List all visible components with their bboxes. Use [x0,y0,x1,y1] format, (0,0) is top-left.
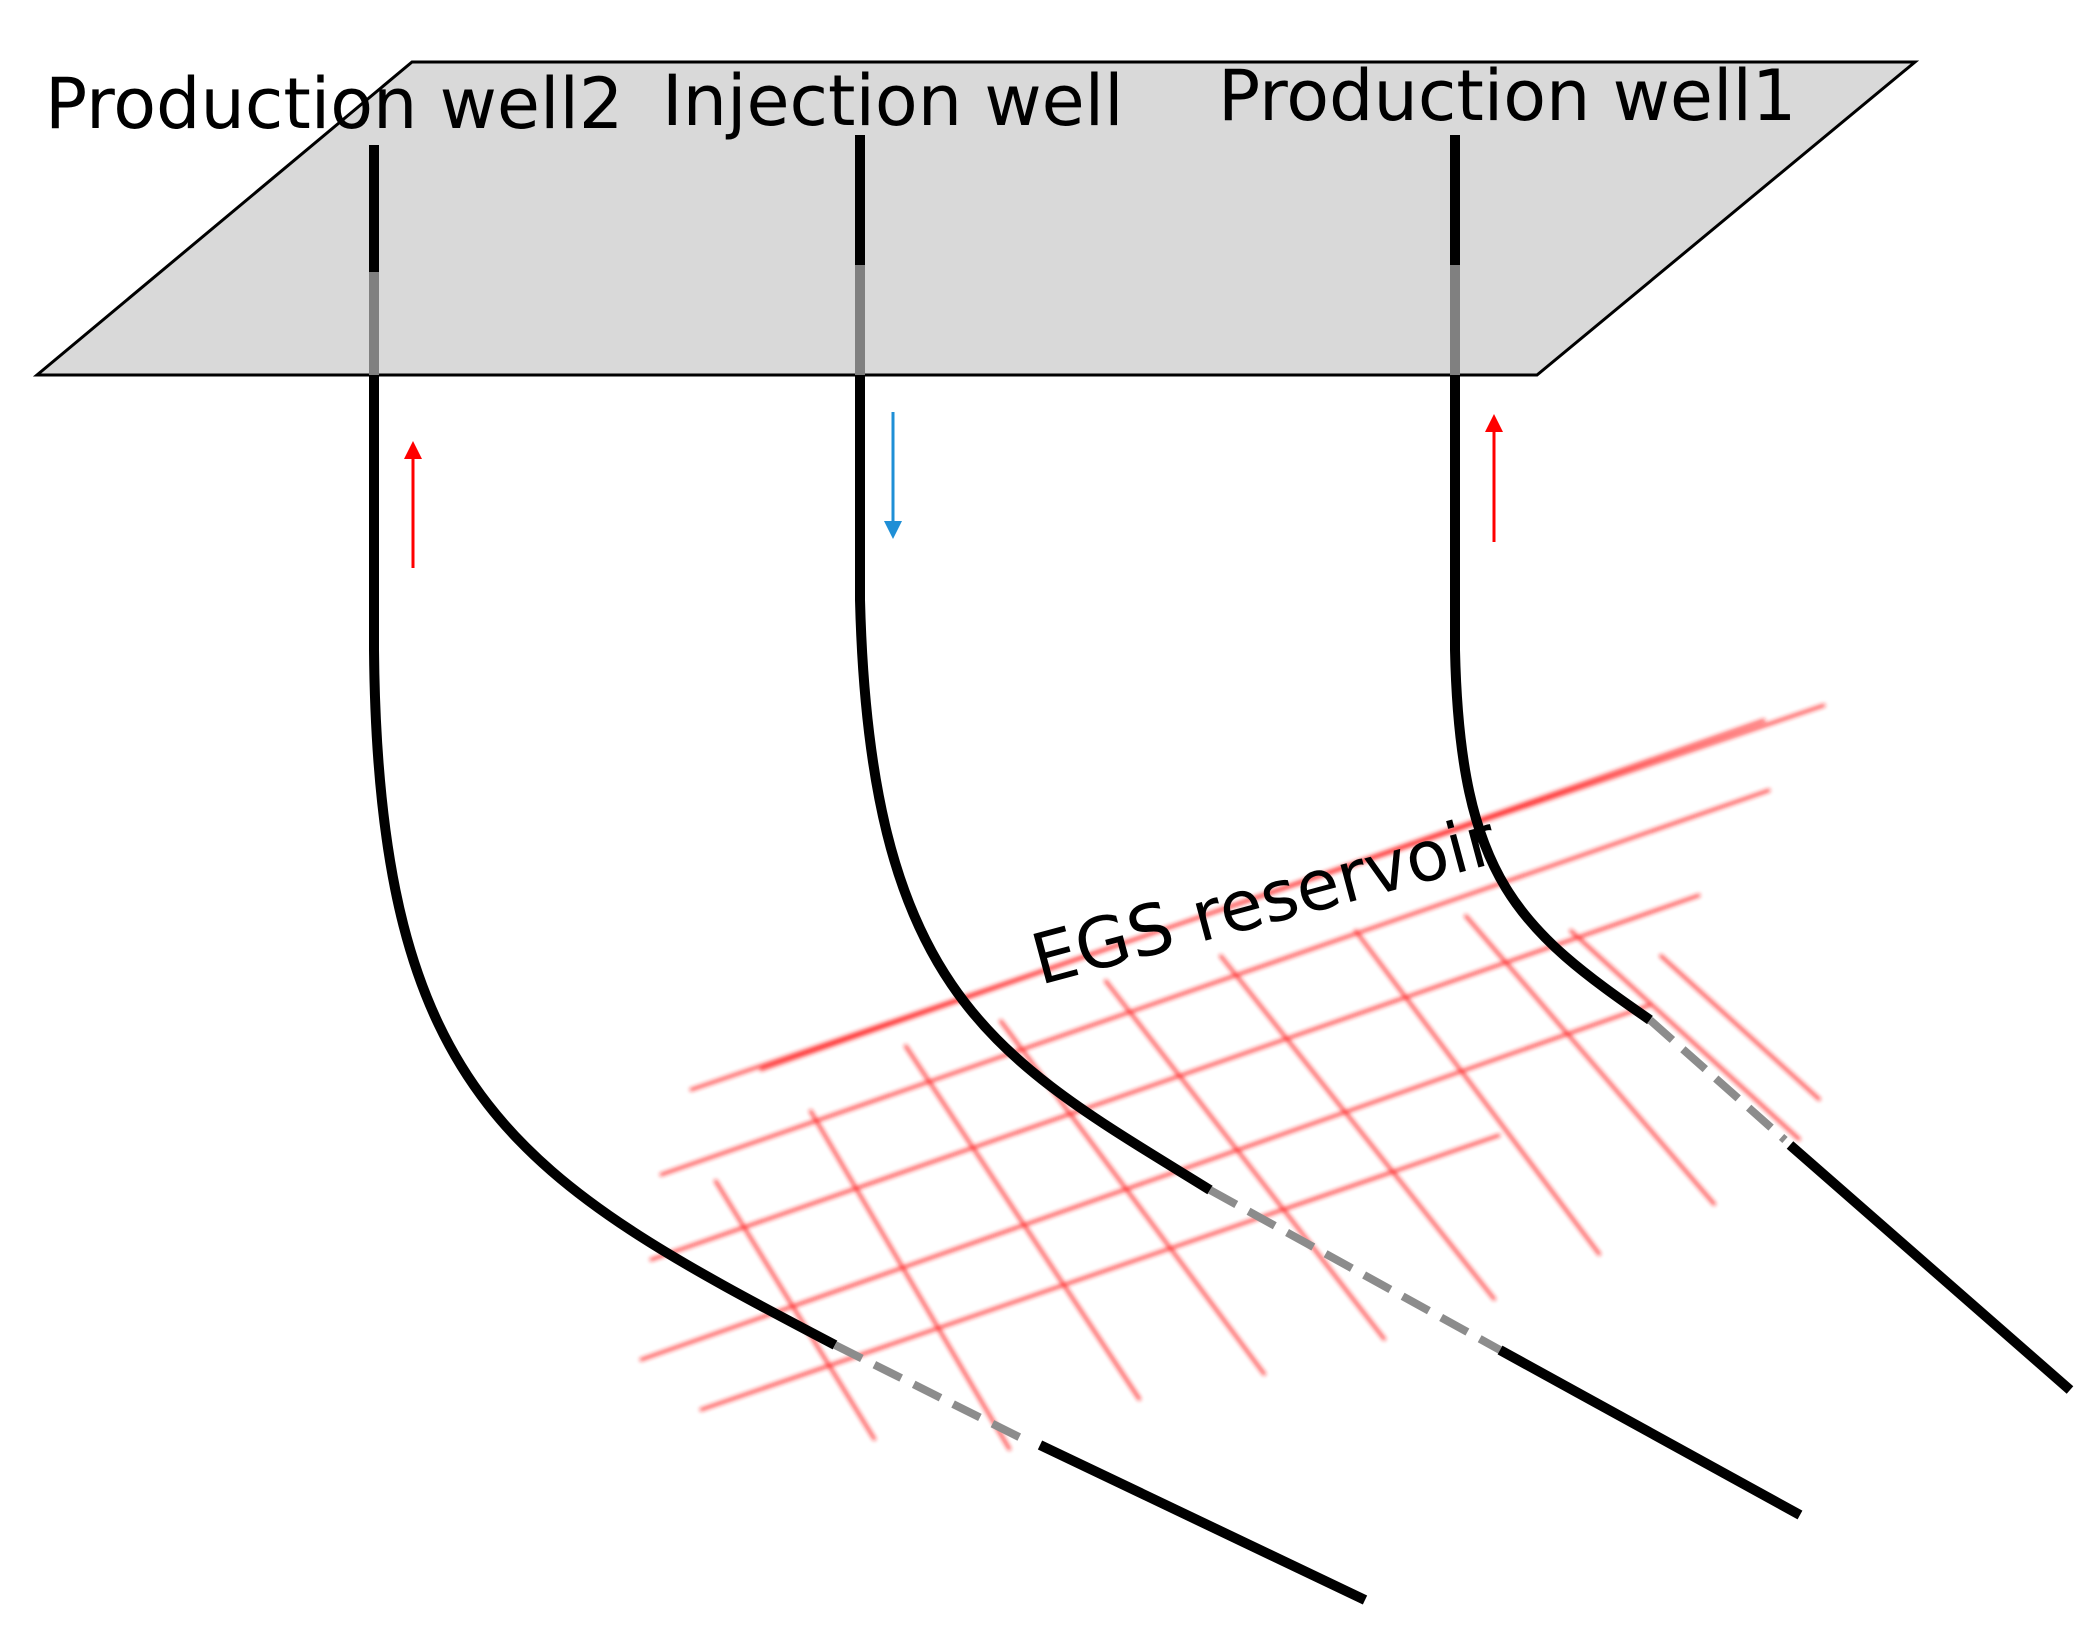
fracture-line [639,1003,1651,1362]
fracture-line [808,1109,1012,1451]
injection-well-open-hole [1208,1186,1502,1354]
ground-surface [32,60,1920,377]
fracture-line [699,1133,1501,1412]
production-well-2-open-hole [833,1341,1027,1444]
egs-reservoir-fracture-grid [639,703,1826,1451]
injection-well-label: Injection well [662,60,1124,142]
injection-well-borehole [855,375,1213,1195]
production-well-2 [369,145,1368,1605]
injection-well-lateral [1497,1345,1803,1520]
fracture-line [659,788,1771,1177]
production-well-1 [1450,135,2074,1394]
fracture-line [713,1179,877,1441]
production-well-2-lateral [1037,1440,1368,1605]
fracture-line [1353,929,1602,1256]
production-well-2-label: Production well2 [45,63,623,145]
production-well-1-borehole [1450,375,1653,1025]
fracture-line [903,1044,1142,1401]
production-well-1-lateral [1786,1141,2074,1394]
production-well-2-borehole [369,375,838,1350]
fracture-line [649,893,1701,1262]
fracture-line [1568,928,1802,1142]
fracture-line [1658,953,1822,1102]
fracture-line [1103,979,1387,1341]
fracture-line [1218,954,1497,1301]
fracture-line [759,718,1766,1072]
production-well-1-open-hole [1647,1017,1788,1143]
fracture-line [1463,914,1717,1206]
injection-well [855,135,1803,1520]
egs-reservoir-label: EGS reservoir [1023,799,1504,1002]
production-well-1-label: Production well1 [1218,55,1796,137]
